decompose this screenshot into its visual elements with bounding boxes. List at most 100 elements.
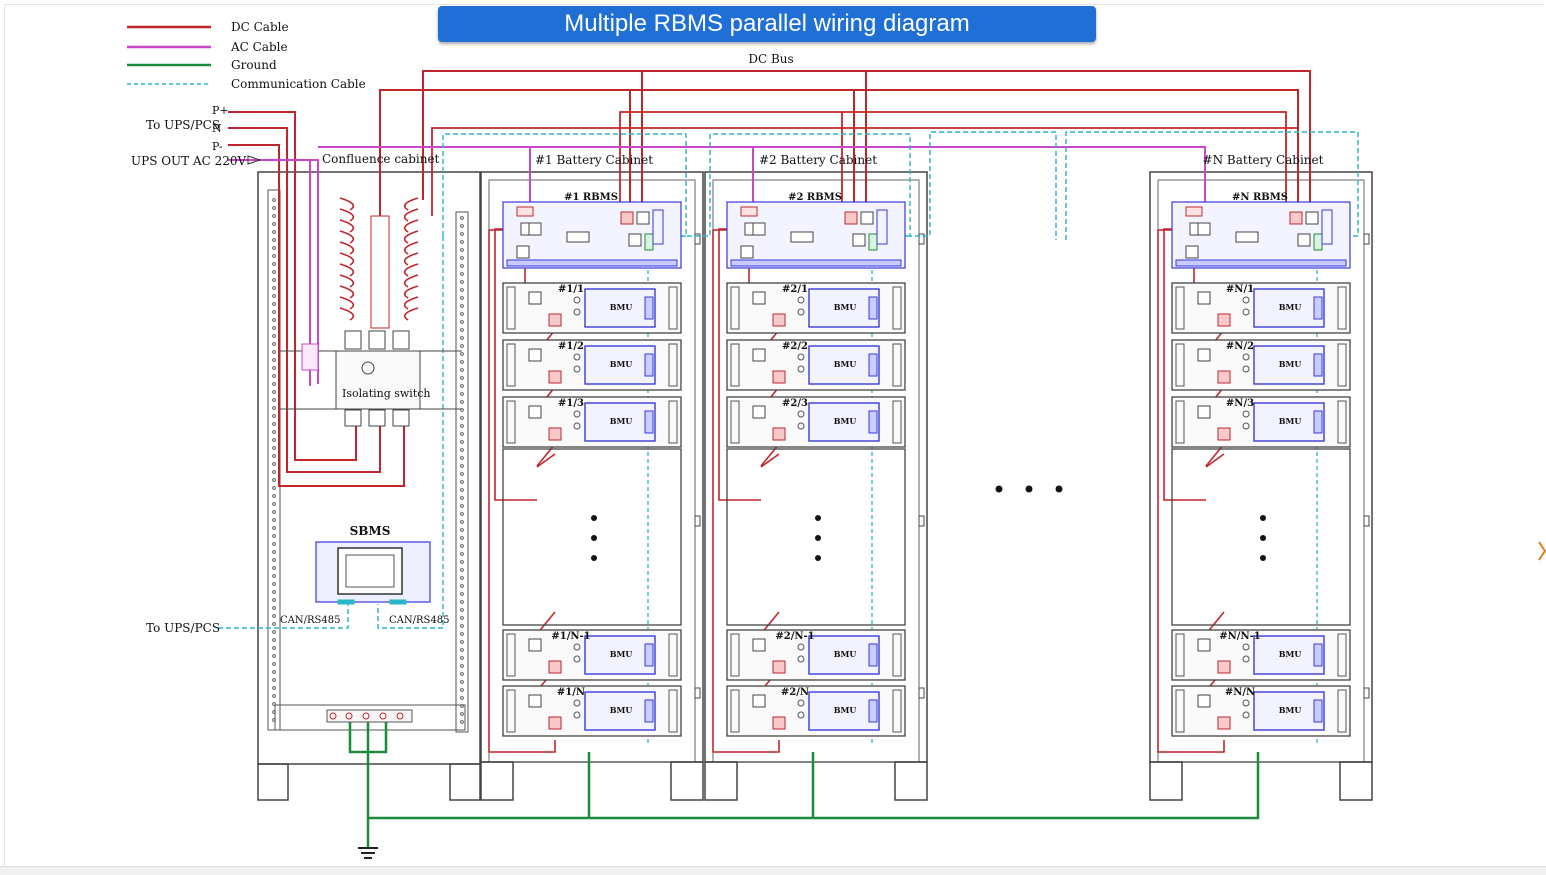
rail-hole	[272, 414, 276, 418]
rbms-connector	[1321, 209, 1333, 245]
bmu-label: BMU	[834, 416, 857, 426]
cabinet-ellipsis-dot	[1055, 485, 1063, 493]
module-terminal-neg	[1197, 405, 1211, 419]
rail-hole	[460, 680, 464, 684]
rbms-terminal	[752, 222, 766, 236]
rail-hole	[272, 574, 276, 578]
module-label: #N/2	[1226, 341, 1254, 352]
ground-bar-bolt	[379, 712, 387, 720]
continuation-dot	[815, 535, 821, 541]
cabinet-hinge	[694, 515, 701, 527]
rail-hole	[460, 624, 464, 628]
rail-hole	[272, 406, 276, 410]
rail-hole	[272, 638, 276, 642]
battery-cabinet-title: #1 Battery Cabinet	[535, 153, 653, 167]
rail-hole	[460, 224, 464, 228]
module-terminal-neg	[1197, 291, 1211, 305]
continuation-dot	[1260, 515, 1266, 521]
rail-hole	[272, 222, 276, 226]
rail-hole	[460, 416, 464, 420]
rail-hole	[460, 304, 464, 308]
module-terminal-neg	[752, 405, 766, 419]
cabinet-foot-left	[480, 761, 514, 801]
module-handle	[1337, 633, 1347, 677]
bmu-connector	[1313, 643, 1323, 667]
isolating-switch-label: Isolating switch	[342, 387, 431, 400]
confluence-base-plate	[274, 704, 466, 731]
module-comm-port	[1242, 308, 1250, 316]
edge-arrow-icon	[1538, 541, 1546, 561]
module-terminal-pos	[1217, 370, 1231, 384]
module-handle	[1175, 286, 1185, 330]
module-label: #2/N	[781, 687, 809, 698]
rail-hole	[272, 278, 276, 282]
switch-terminal-bottom	[368, 409, 386, 427]
module-series-link	[760, 453, 780, 468]
confluence-cabinet-label: Confluence cabinet	[322, 152, 440, 166]
sbms-screen-inner	[345, 554, 395, 588]
ac-distribution	[318, 146, 1206, 204]
battery-cabinet-title: #2 Battery Cabinet	[759, 153, 877, 167]
dc-coil-left	[339, 263, 355, 277]
module-handle	[668, 400, 678, 444]
can-rs485-label-right: CAN/RS485	[389, 615, 449, 626]
bottom-bar	[0, 866, 1546, 875]
bmu-board	[584, 345, 656, 385]
rail-hole	[460, 504, 464, 508]
module-comm-port	[797, 711, 805, 719]
rail-hole	[460, 640, 464, 644]
rbms-terminal	[852, 233, 866, 247]
rail-hole	[272, 534, 276, 538]
rail-hole	[272, 238, 276, 242]
rail-hole	[460, 320, 464, 324]
rail-hole	[460, 264, 464, 268]
module-handle	[668, 633, 678, 677]
bmu-board	[1253, 402, 1325, 442]
dc-coil-right	[403, 263, 419, 277]
rail-hole	[460, 512, 464, 516]
ups-out-label: UPS OUT AC 220V	[131, 154, 247, 168]
frame-border	[4, 4, 1544, 866]
dc-coil-left	[339, 208, 355, 222]
continuation-dot	[591, 535, 597, 541]
dc-coil-left	[339, 241, 355, 255]
rail-hole	[460, 424, 464, 428]
rail-hole	[272, 430, 276, 434]
ups-n-wire	[228, 127, 381, 473]
bmu-connector	[868, 296, 878, 320]
cabinet-hinge	[1363, 233, 1370, 245]
ground-bus	[368, 752, 1260, 820]
rail-hole	[460, 448, 464, 452]
dc-coil-left	[339, 252, 355, 266]
bmu-label: BMU	[1279, 302, 1302, 312]
arrow-icon	[247, 155, 262, 165]
rail-hole	[272, 670, 276, 674]
module-comm-port	[1242, 655, 1250, 663]
rbms-fuse	[1313, 233, 1323, 251]
module-handle	[892, 689, 902, 733]
ups-p-minus-wire	[228, 144, 405, 487]
rbms-fuse	[644, 233, 654, 251]
bmu-connector	[1313, 699, 1323, 723]
devices	[247, 155, 1351, 859]
rbms-dc-terminal	[860, 211, 874, 225]
continuation-dot	[1260, 555, 1266, 561]
dc-coil-right	[403, 197, 419, 211]
ground-bar-bolt	[345, 712, 353, 720]
ground-bar-bolt	[362, 712, 370, 720]
rail-hole	[460, 344, 464, 348]
bmu-connector	[868, 699, 878, 723]
rail-hole	[272, 318, 276, 322]
cabinet-foot-right	[1339, 761, 1373, 801]
rail-hole	[272, 294, 276, 298]
cabinet-hinge	[918, 515, 925, 527]
rail-hole	[460, 232, 464, 236]
cabinet-hinge	[918, 687, 925, 699]
module-handle	[730, 689, 740, 733]
confluence-foot-left	[257, 763, 289, 801]
bmu-board	[1253, 288, 1325, 328]
module-terminal-pos	[772, 660, 786, 674]
rail-hole	[272, 510, 276, 514]
